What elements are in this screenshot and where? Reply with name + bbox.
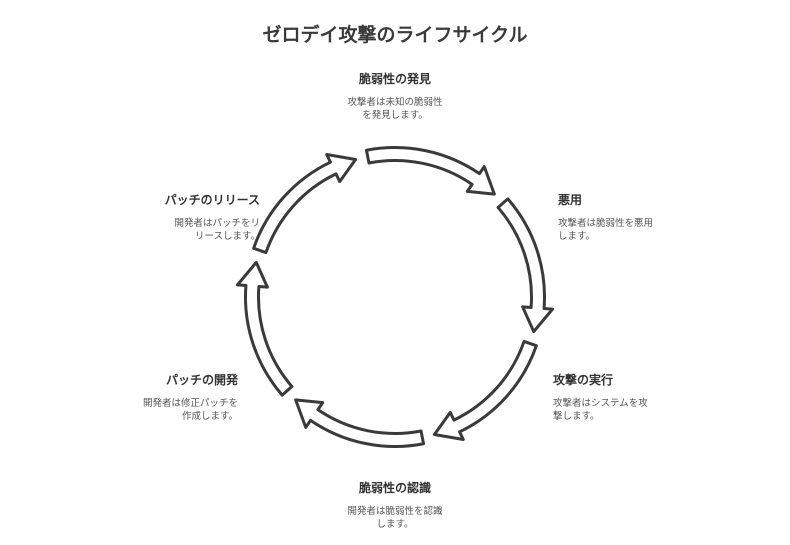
stage-patch-release-title: パッチのリリース — [164, 193, 260, 207]
arrow-release-to-discovery — [252, 153, 358, 255]
stage-recognition: 脆弱性の認識 開発者は脆弱性を認識 します。 — [310, 481, 480, 531]
stage-exploit-desc-line2: します。 — [558, 231, 596, 242]
stage-discovery-desc-line2: を発見します。 — [362, 110, 428, 121]
stage-patch-development-title: パッチの開発 — [165, 373, 238, 387]
stage-patch-release: パッチのリリース 開発者はパッチをリ リースします。 — [98, 193, 260, 243]
stage-attack-title: 攻撃の実行 — [553, 373, 614, 387]
stage-patch-release-desc-line2: リースします。 — [194, 231, 260, 242]
stage-exploit-desc-line1: 攻撃者は脆弱性を悪用 — [558, 218, 654, 229]
arrow-exploit-to-attack — [496, 197, 555, 334]
stage-patch-development-desc-line1: 開発者は修正パッチを — [142, 398, 238, 409]
arrow-recognition-to-patch-dev — [294, 398, 426, 448]
stage-discovery-title: 脆弱性の発見 — [358, 72, 431, 86]
stage-attack: 攻撃の実行 攻撃者はシステムを攻 撃します。 — [553, 373, 693, 423]
stage-patch-development: パッチの開発 開発者は修正パッチを 作成します。 — [98, 373, 238, 423]
stage-recognition-desc-line2: します。 — [376, 519, 414, 530]
diagram-title: ゼロデイ攻撃のライフサイクル — [262, 24, 528, 46]
arrow-discovery-to-exploit — [364, 146, 496, 196]
stage-recognition-desc-line1: 開発者は脆弱性を認識 — [347, 506, 443, 517]
stage-attack-desc-line2: 撃します。 — [553, 411, 600, 422]
stage-patch-development-desc-line2: 作成します。 — [181, 411, 238, 422]
stage-exploit: 悪用 攻撃者は脆弱性を悪用 します。 — [558, 193, 698, 243]
stage-attack-desc-line1: 攻撃者はシステムを攻 — [553, 398, 648, 409]
stage-recognition-title: 脆弱性の認識 — [358, 481, 431, 495]
arrow-attack-to-recognition — [432, 339, 538, 441]
stage-exploit-title: 悪用 — [558, 193, 583, 207]
arrow-patch-dev-to-release — [235, 260, 294, 397]
stage-discovery-desc-line1: 攻撃者は未知の脆弱性 — [347, 97, 443, 108]
stage-patch-release-desc-line1: 開発者はパッチをリ — [174, 218, 260, 229]
stage-discovery: 脆弱性の発見 攻撃者は未知の脆弱性 を発見します。 — [310, 72, 480, 122]
